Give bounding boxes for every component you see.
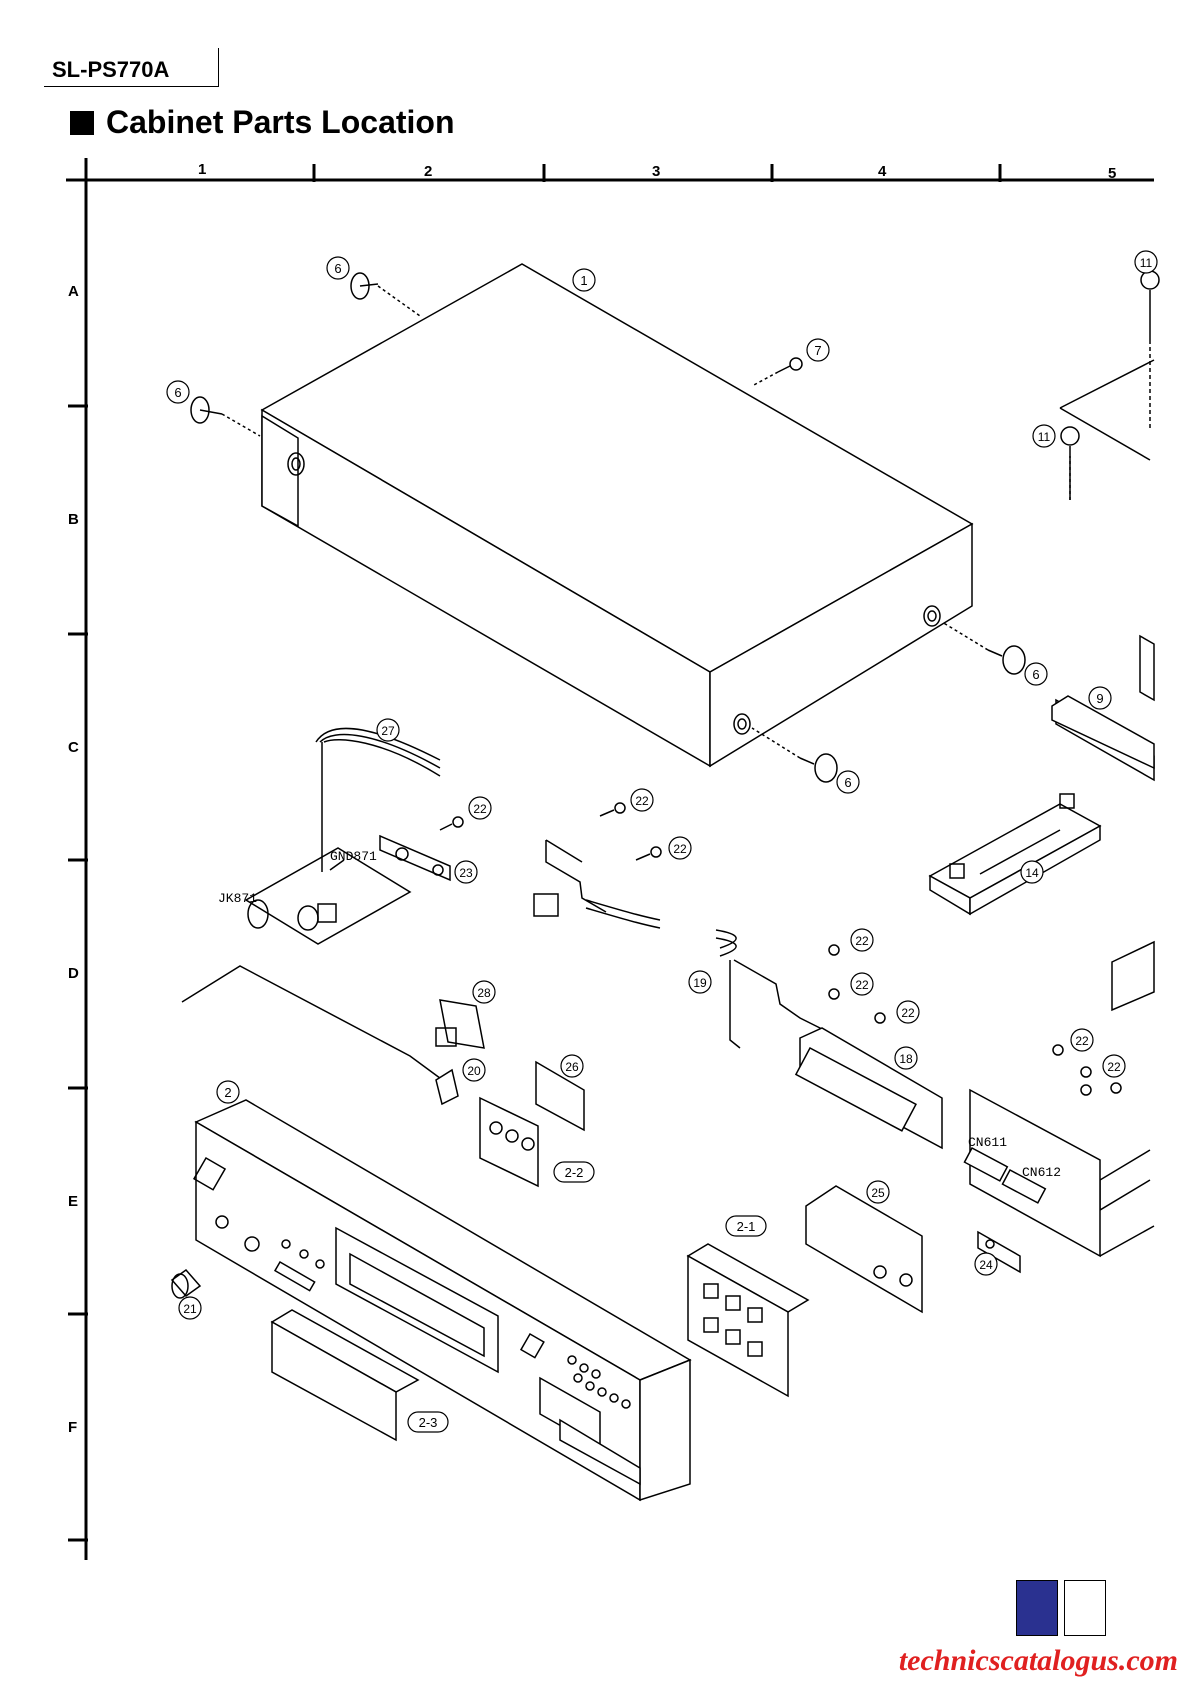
svg-text:6: 6 [844, 775, 851, 790]
callout-22: 22 [1071, 1029, 1093, 1051]
callout-27: 27 [377, 719, 399, 741]
callout-26: 26 [561, 1055, 583, 1077]
grid-row-label: C [68, 739, 79, 756]
label-jk871: JK871 [218, 891, 257, 906]
svg-text:9: 9 [1096, 691, 1103, 706]
svg-text:2: 2 [224, 1085, 231, 1100]
callout-18: 18 [895, 1047, 917, 1069]
grid-column-label: 5 [1108, 165, 1116, 182]
callout-9: 9 [1089, 687, 1111, 709]
svg-text:2-1: 2-1 [737, 1219, 756, 1234]
svg-text:18: 18 [899, 1052, 913, 1066]
callout-22: 22 [669, 837, 691, 859]
svg-text:28: 28 [477, 986, 491, 1000]
svg-text:11: 11 [1140, 256, 1153, 270]
display-pcb [716, 930, 1154, 1256]
callout-23: 23 [455, 861, 477, 883]
label-cn611: CN611 [968, 1135, 1007, 1150]
brand-logo [1016, 1580, 1108, 1636]
svg-text:23: 23 [459, 866, 473, 880]
svg-text:11: 11 [1038, 430, 1051, 444]
callout-2-3: 2-3 [408, 1412, 448, 1432]
callout-2-1: 2-1 [726, 1216, 766, 1236]
callout-6: 6 [1025, 663, 1047, 685]
svg-text:22: 22 [673, 842, 687, 856]
svg-text:22: 22 [1075, 1034, 1089, 1048]
svg-text:14: 14 [1025, 866, 1039, 880]
button-board-2-1 [688, 1244, 808, 1396]
callout-2-2: 2-2 [554, 1162, 594, 1182]
svg-text:26: 26 [565, 1060, 579, 1074]
svg-text:22: 22 [473, 802, 487, 816]
middle-bracket [534, 803, 661, 928]
svg-text:6: 6 [334, 261, 341, 276]
grid-column-label: 4 [878, 163, 887, 180]
callout-20: 20 [463, 1059, 485, 1081]
grid-column-label: 2 [424, 163, 432, 180]
svg-text:2-2: 2-2 [565, 1165, 584, 1180]
knob-21 [172, 1270, 200, 1298]
grid-row-label: F [68, 1419, 77, 1436]
svg-text:25: 25 [871, 1186, 885, 1200]
grid-row-label: D [68, 965, 79, 982]
logo-blue-block [1016, 1580, 1058, 1636]
bracket-14 [930, 794, 1100, 914]
svg-text:20: 20 [467, 1064, 481, 1078]
svg-text:22: 22 [901, 1006, 915, 1020]
front-panel [194, 1100, 690, 1500]
grid-row-label: A [68, 283, 79, 300]
svg-text:27: 27 [381, 724, 395, 738]
callout-28: 28 [473, 981, 495, 1003]
knob-28 [436, 1000, 484, 1048]
callout-22: 22 [631, 789, 653, 811]
grid-column-label: 1 [198, 161, 206, 178]
svg-text:1: 1 [580, 273, 587, 288]
callout-19: 19 [689, 971, 711, 993]
callout-11: 11 [1135, 251, 1157, 273]
callout-6: 6 [837, 771, 859, 793]
callout-22: 22 [851, 929, 873, 951]
svg-text:2-3: 2-3 [419, 1415, 438, 1430]
svg-text:22: 22 [855, 934, 869, 948]
callout-24: 24 [975, 1253, 997, 1275]
knob-20 [436, 1070, 458, 1104]
logo-white-block [1064, 1580, 1106, 1636]
callout-22: 22 [851, 973, 873, 995]
svg-text:22: 22 [855, 978, 869, 992]
footer-website-link[interactable]: technicscatalogus.com [899, 1644, 1178, 1678]
svg-text:19: 19 [693, 976, 707, 990]
callout-1: 1 [573, 269, 595, 291]
callout-2: 2 [217, 1081, 239, 1103]
label-gnd871: GND871 [330, 849, 377, 864]
plate-25 [806, 1186, 922, 1312]
callout-11: 11 [1033, 425, 1055, 447]
top-cover [262, 264, 972, 766]
grid-column-label: 3 [652, 163, 660, 180]
callout-21: 21 [179, 1297, 201, 1319]
callout-22: 22 [469, 797, 491, 819]
svg-text:7: 7 [814, 343, 821, 358]
svg-text:6: 6 [174, 385, 181, 400]
bracket-23 [380, 817, 463, 880]
svg-text:22: 22 [635, 794, 649, 808]
callout-7: 7 [807, 339, 829, 361]
callout-6: 6 [167, 381, 189, 403]
svg-text:22: 22 [1107, 1060, 1121, 1074]
callout-14: 14 [1021, 861, 1043, 883]
callout-22: 22 [1103, 1055, 1125, 1077]
callout-22: 22 [897, 1001, 919, 1023]
grid-row-label: E [68, 1193, 78, 1210]
svg-text:24: 24 [979, 1258, 993, 1272]
callout-6: 6 [327, 257, 349, 279]
svg-text:21: 21 [183, 1302, 197, 1316]
headphone-pcb [182, 728, 448, 1084]
svg-text:6: 6 [1032, 667, 1039, 682]
label-cn612: CN612 [1022, 1165, 1061, 1180]
callout-25: 25 [867, 1181, 889, 1203]
button-board-2-2 [480, 1098, 538, 1186]
grid-row-label: B [68, 511, 79, 528]
